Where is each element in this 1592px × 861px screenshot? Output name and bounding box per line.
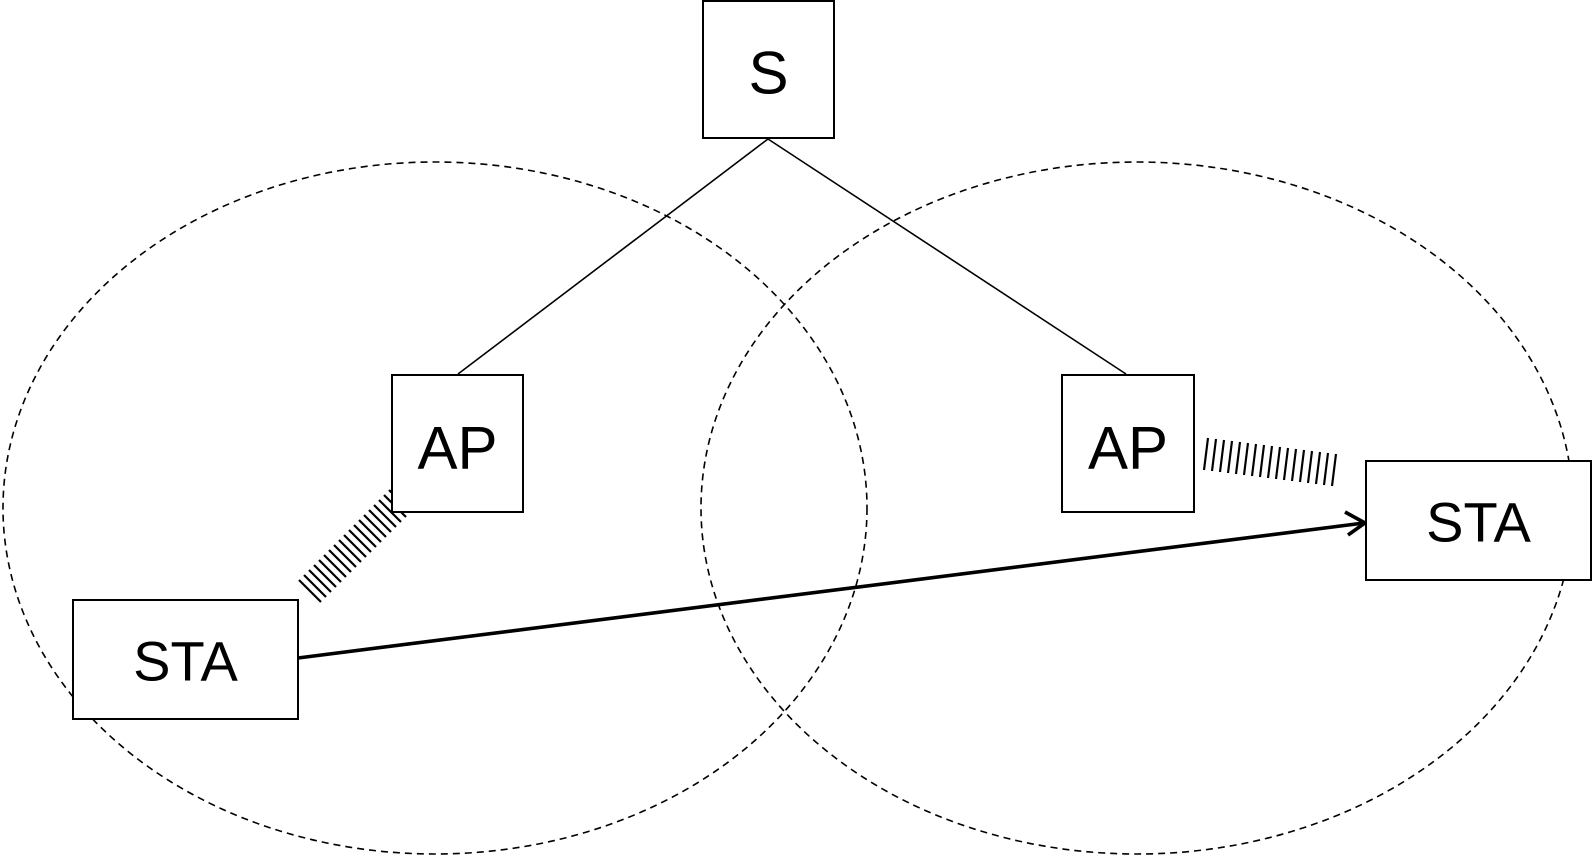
wireless-link-right	[1202, 437, 1338, 487]
access-point-left-label: AP	[417, 415, 497, 482]
wireless-link-left	[298, 489, 412, 603]
station-right[interactable]: STA	[1365, 460, 1592, 581]
coverage-area-left	[2, 161, 868, 855]
access-point-right[interactable]: AP	[1061, 374, 1195, 513]
station-right-label: STA	[1426, 491, 1531, 554]
access-point-right-label: AP	[1088, 415, 1168, 482]
server-node[interactable]: S	[702, 0, 835, 139]
station-left-label: STA	[133, 630, 238, 693]
wired-link-left	[457, 138, 769, 375]
access-point-left[interactable]: AP	[391, 374, 524, 513]
wired-link-right	[767, 138, 1127, 375]
transfer-arrow-line	[297, 521, 1365, 660]
station-left[interactable]: STA	[72, 599, 299, 720]
server-label: S	[748, 40, 788, 107]
